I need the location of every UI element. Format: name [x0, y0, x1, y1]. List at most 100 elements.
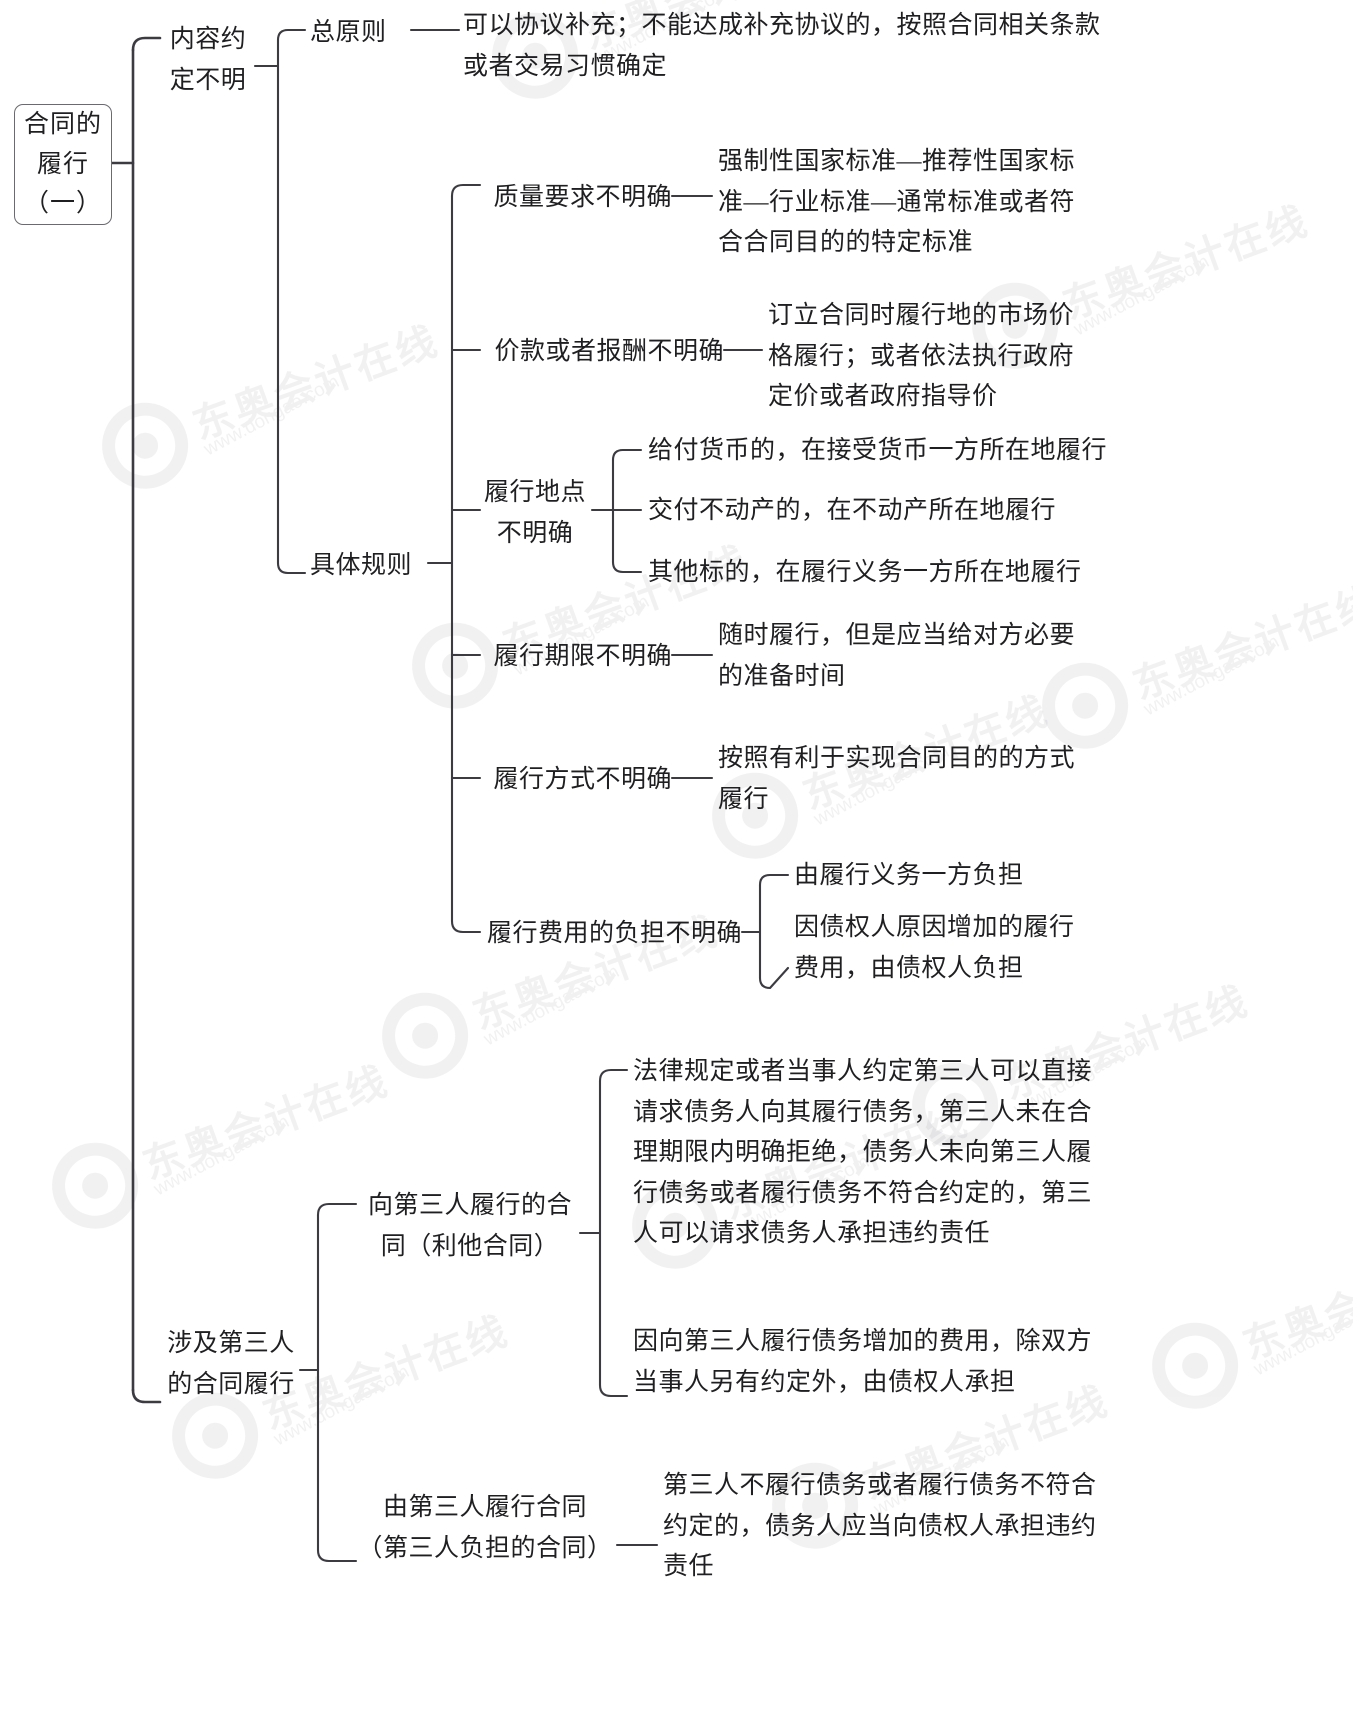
node-specific-rules-label: 具体规则 — [310, 552, 413, 579]
item-line: 因向第三人履行债务增加的费用，除双方 — [633, 1328, 1093, 1355]
detail-line: 履行 — [718, 785, 770, 813]
detail-line: 随时履行，但是应当给对方必要 — [718, 622, 1076, 649]
item-line: 请求债务人向其履行债务，第三人未在合 — [633, 1098, 1093, 1126]
item-line: 费用，由债权人负担 — [794, 954, 1024, 982]
item-line: 行债务或者履行债务不符合约定的，第三 — [633, 1179, 1093, 1207]
detail-perform-by-third-party: 第三人不履行债务或者履行债务不符合 约定的，债务人应当向债权人承担违约 责任 — [663, 1466, 1103, 1588]
node-content-unclear-line-2: 定不明 — [169, 66, 247, 94]
detail-line: 约定的，债务人应当向债权人承担违约 — [663, 1512, 1097, 1540]
root-line-1: 合同的 — [23, 111, 102, 139]
detail-line: 准—行业标准—通常标准或者符 — [718, 188, 1076, 216]
node-place-unclear[interactable]: 履行地点 不明确 — [476, 473, 594, 554]
item-cost-unclear-1: 由履行义务一方负担 — [794, 856, 1124, 897]
node-cost-unclear[interactable]: 履行费用的负担不明确 — [476, 914, 742, 955]
watermark-brand: 东奥会计在线 — [137, 1058, 395, 1189]
item-place-unclear-1: 给付货币的，在接受货币一方所在地履行 — [648, 431, 1118, 472]
node-price-unclear[interactable]: 价款或者报酬不明确 — [476, 332, 724, 373]
wire-branch1-to-rules — [276, 561, 307, 575]
watermark-url: www.dongao.com — [480, 961, 623, 1051]
node-third-party[interactable]: 涉及第三人 的合同履行 — [160, 1324, 302, 1405]
wire-place-item1 — [611, 448, 643, 462]
node-general-principle[interactable]: 总原则 — [310, 13, 410, 54]
wire-branch2-to-c2 — [316, 1548, 358, 1563]
item-line: 交付不动产的，在不动产所在地履行 — [648, 497, 1057, 524]
watermark-brand: 东奥会计在线 — [1127, 578, 1353, 709]
watermark-logo-icon — [370, 980, 481, 1091]
node-quality-unclear-label: 质量要求不明确 — [493, 184, 672, 211]
detail-line: 定价或者政府指导价 — [768, 383, 998, 410]
node-perform-to-third-party-line-2: 同（利他合同） — [380, 1232, 560, 1260]
node-perform-by-third-party[interactable]: 由第三人履行合同 （第三人负担的合同） — [352, 1488, 618, 1569]
watermark-brand: 东奥会计在线 — [187, 318, 445, 449]
node-method-unclear-label: 履行方式不明确 — [493, 766, 672, 793]
node-general-principle-label: 总原则 — [310, 19, 387, 46]
watermark-brand: 东奥会计在线 — [1237, 1238, 1353, 1369]
node-content-unclear[interactable]: 内容约 定不明 — [160, 20, 256, 101]
node-term-unclear[interactable]: 履行期限不明确 — [476, 637, 672, 678]
item-line: 理期限内明确拒绝，债务人未向第三人履 — [633, 1139, 1093, 1166]
detail-term-unclear: 随时履行，但是应当给对方必要 的准备时间 — [718, 616, 1108, 697]
wire-c1-item2 — [598, 1383, 629, 1398]
item-place-unclear-2: 交付不动产的，在不动产所在地履行 — [648, 491, 1118, 532]
wire-cost-item1 — [758, 873, 790, 887]
detail-line: 订立合同时履行地的市场价 — [768, 302, 1075, 329]
detail-line: 强制性国家标准—推荐性国家标 — [718, 148, 1076, 175]
wire-branch2-to-c1 — [316, 1202, 358, 1217]
item-line: 当事人另有约定外，由债权人承担 — [633, 1368, 1016, 1396]
watermark-logo-icon — [1140, 1310, 1251, 1421]
watermark-url: www.dongao.com — [1250, 1291, 1353, 1381]
node-content-unclear-line-1: 内容约 — [169, 26, 247, 53]
wire-branch1-to-general — [276, 28, 307, 42]
detail-line: 格履行；或者依法执行政府 — [768, 342, 1075, 370]
item-perform-to-third-party-1: 法律规定或者当事人约定第三人可以直接 请求债务人向其履行债务，第三人未在合 理期… — [633, 1052, 1103, 1255]
watermark-logo-icon — [90, 390, 201, 501]
detail-line: 或者交易习惯确定 — [463, 52, 668, 80]
detail-line: 的准备时间 — [718, 662, 846, 690]
node-place-unclear-line-2: 不明确 — [496, 519, 574, 547]
watermark-url: www.dongao.com — [200, 371, 343, 461]
wire-place-item3 — [611, 560, 643, 574]
node-cost-unclear-label: 履行费用的负担不明确 — [486, 920, 742, 947]
node-quality-unclear[interactable]: 质量要求不明确 — [476, 178, 672, 219]
wire-cost-item2 — [758, 966, 790, 990]
node-perform-to-third-party-line-1: 向第三人履行的合 — [367, 1192, 572, 1219]
node-price-unclear-label: 价款或者报酬不明确 — [494, 338, 724, 365]
root-line-3: （一） — [23, 190, 102, 218]
root-line-2: 履行 — [36, 150, 89, 178]
item-line: 给付货币的，在接受货币一方所在地履行 — [648, 437, 1108, 464]
detail-general-principle: 可以协议补充；不能达成补充协议的，按照合同相关条款 或者交易习惯确定 — [463, 6, 1103, 87]
detail-line: 责任 — [663, 1553, 715, 1580]
node-place-unclear-line-1: 履行地点 — [483, 479, 586, 506]
watermark-url: www.dongao.com — [150, 1111, 293, 1201]
detail-line: 可以协议补充；不能达成补充协议的，按照合同相关条款 — [463, 12, 1101, 39]
item-line: 其他标的，在履行义务一方所在地履行 — [648, 559, 1082, 586]
detail-line: 合合同目的的特定标准 — [718, 229, 974, 256]
node-third-party-line-1: 涉及第三人 — [167, 1330, 295, 1357]
node-method-unclear[interactable]: 履行方式不明确 — [476, 760, 672, 801]
watermark-url: www.dongao.com — [1140, 631, 1283, 721]
detail-method-unclear: 按照有利于实现合同目的的方式 履行 — [718, 739, 1108, 820]
item-line: 人可以请求债务人承担违约责任 — [633, 1220, 991, 1247]
node-perform-by-third-party-line-2: （第三人负担的合同） — [357, 1534, 613, 1562]
node-perform-to-third-party[interactable]: 向第三人履行的合 同（利他合同） — [358, 1186, 582, 1267]
detail-line: 按照有利于实现合同目的的方式 — [718, 745, 1076, 772]
node-term-unclear-label: 履行期限不明确 — [493, 643, 672, 670]
item-place-unclear-3: 其他标的，在履行义务一方所在地履行 — [648, 553, 1118, 594]
item-line: 法律规定或者当事人约定第三人可以直接 — [633, 1058, 1093, 1085]
root-node[interactable]: 合同的 履行 （一） — [14, 104, 112, 225]
node-specific-rules[interactable]: 具体规则 — [310, 546, 434, 587]
node-perform-by-third-party-line-1: 由第三人履行合同 — [382, 1494, 587, 1521]
item-cost-unclear-2: 因债权人原因增加的履行 费用，由债权人负担 — [794, 908, 1124, 989]
item-perform-to-third-party-2: 因向第三人履行债务增加的费用，除双方 当事人另有约定外，由债权人承担 — [633, 1322, 1103, 1403]
item-line: 由履行义务一方负担 — [794, 862, 1024, 889]
wire-c1-item1 — [598, 1068, 629, 1083]
wire-root-to-branch1 — [131, 36, 162, 52]
wire-root-to-branch2 — [131, 1388, 162, 1404]
item-line: 因债权人原因增加的履行 — [794, 914, 1075, 941]
watermark-logo-icon — [40, 1130, 151, 1241]
detail-quality-unclear: 强制性国家标准—推荐性国家标 准—行业标准—通常标准或者符 合合同目的的特定标准 — [718, 142, 1108, 264]
node-third-party-line-2: 的合同履行 — [167, 1370, 295, 1398]
detail-line: 第三人不履行债务或者履行债务不符合 — [663, 1472, 1097, 1499]
